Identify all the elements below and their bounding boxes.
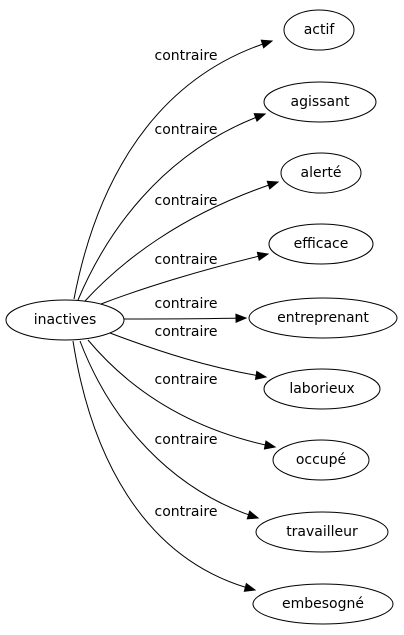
arrowhead-agissant xyxy=(253,113,267,123)
arrowhead-actif xyxy=(260,39,274,49)
node-efficace[interactable]: efficace xyxy=(268,223,374,265)
node-ellipse xyxy=(252,583,394,625)
node-ellipse xyxy=(263,368,381,410)
edge-entreprenant xyxy=(123,317,247,320)
node-label: inactives xyxy=(34,312,97,328)
node-embesogne[interactable]: embesogné xyxy=(252,583,394,625)
node-label: embesogné xyxy=(282,596,364,612)
node-inactives[interactable]: inactives xyxy=(5,299,125,341)
arrowhead-alerte xyxy=(266,180,280,190)
edge-label-travailleur: contraire xyxy=(155,432,218,448)
edge-label-efficace: contraire xyxy=(155,252,218,268)
arrowhead-occupe xyxy=(263,440,277,450)
node-agissant[interactable]: agissant xyxy=(263,81,377,123)
node-label: occupé xyxy=(296,452,346,468)
node-ellipse xyxy=(280,152,362,194)
node-actif[interactable]: actif xyxy=(283,9,355,51)
node-ellipse xyxy=(5,299,125,341)
node-label: alerté xyxy=(301,165,342,181)
node-label: efficace xyxy=(294,236,349,252)
arrowhead-embesogne xyxy=(243,582,257,592)
node-alerte[interactable]: alerté xyxy=(280,152,362,194)
edge-label-actif: contraire xyxy=(155,48,218,64)
edge-label-laborieux: contraire xyxy=(155,324,218,340)
node-ellipse xyxy=(255,511,389,553)
edge-label-alerte: contraire xyxy=(155,193,218,209)
edge-alerte xyxy=(84,181,279,302)
edge-efficace xyxy=(100,253,269,305)
node-laborieux[interactable]: laborieux xyxy=(263,368,381,410)
node-occupe[interactable]: occupé xyxy=(272,439,370,481)
node-entreprenant[interactable]: entreprenant xyxy=(248,297,398,339)
edge-label-occupe: contraire xyxy=(155,372,218,388)
arrowhead-laborieux xyxy=(254,370,268,381)
edges-layer xyxy=(72,39,280,592)
node-label: laborieux xyxy=(289,381,354,397)
node-label: actif xyxy=(304,22,336,38)
edge-labels-layer: contraire contraire contraire contraire cont… xyxy=(155,48,218,520)
nodes-layer: inactives actif agissant alerté efficace entr… xyxy=(5,9,398,625)
edge-label-entreprenant: contraire xyxy=(155,296,218,312)
node-label: travailleur xyxy=(286,524,358,540)
edge-travailleur xyxy=(79,340,259,519)
edge-actif xyxy=(73,40,273,300)
edge-label-embesogne: contraire xyxy=(155,504,218,520)
edge-agissant xyxy=(77,113,266,301)
node-ellipse xyxy=(263,81,377,123)
arrowhead-travailleur xyxy=(246,510,260,520)
node-ellipse xyxy=(272,439,370,481)
node-label: entreprenant xyxy=(277,310,369,326)
node-label: agissant xyxy=(291,94,350,110)
node-travailleur[interactable]: travailleur xyxy=(255,511,389,553)
edge-occupe xyxy=(87,339,276,448)
node-ellipse xyxy=(248,297,398,339)
node-ellipse xyxy=(268,223,374,265)
edge-embesogne xyxy=(72,340,256,591)
edge-laborieux xyxy=(109,332,267,378)
node-ellipse xyxy=(283,9,355,51)
edge-label-agissant: contraire xyxy=(155,122,218,138)
arrowhead-efficace xyxy=(256,251,270,262)
arrowhead-entreprenant xyxy=(235,313,248,323)
